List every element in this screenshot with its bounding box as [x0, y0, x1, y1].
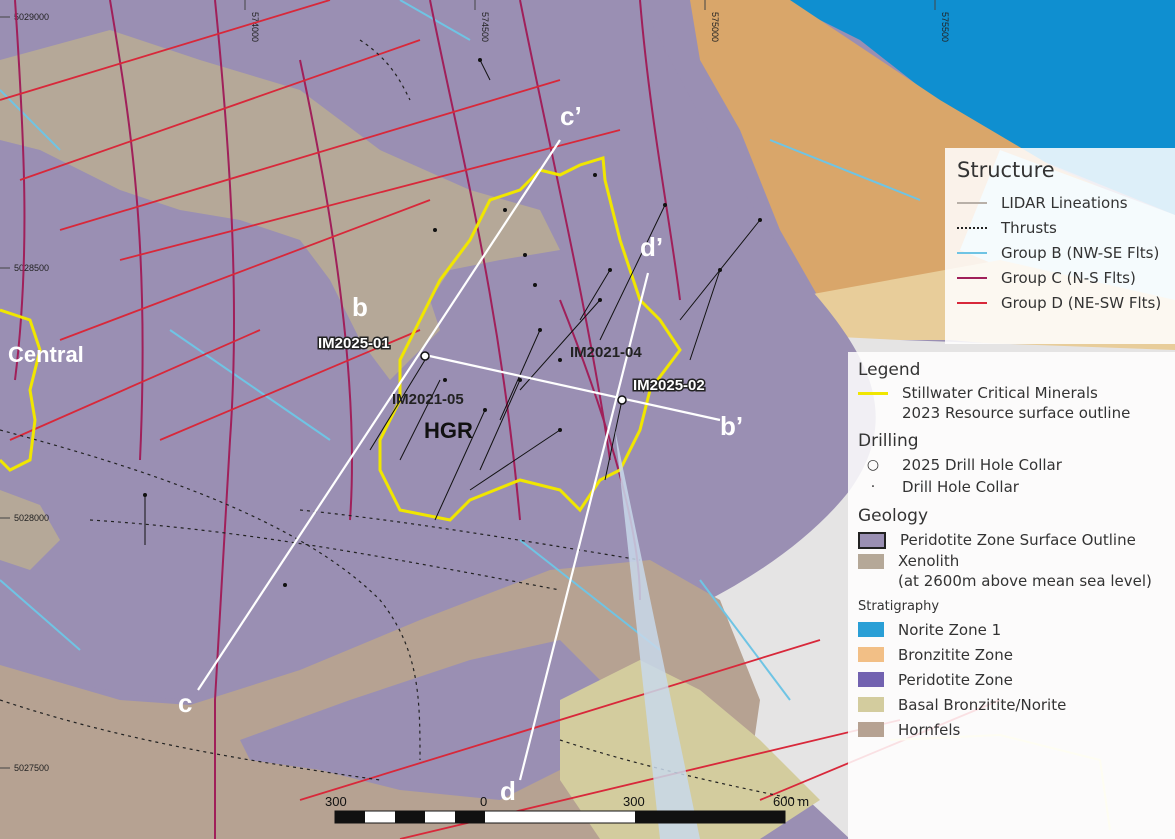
legend-label-group-b: Group B (NW-SE Flts): [1001, 243, 1160, 262]
xenolith-label-2: (at 2600m above mean sea level): [898, 572, 1152, 590]
hole-label-im2025-02: IM2025-02: [633, 377, 705, 394]
legend-item-bronzitite: Bronzitite Zone: [858, 642, 1175, 667]
easting-label-575000: 575000: [710, 12, 720, 42]
resource-outline-hgr: [378, 156, 682, 522]
section-label-b: b: [352, 292, 368, 322]
drilling-title: Drilling: [858, 431, 919, 451]
legend-label-norite: Norite Zone 1: [898, 620, 1002, 639]
area-label-hgr: HGR: [424, 418, 473, 443]
structure-legend: Structure LIDAR Lineations Thrusts Group…: [945, 148, 1175, 344]
legend-label-bronzitite: Bronzitite Zone: [898, 645, 1013, 664]
legend-item-basal-bronzitite: Basal Bronzitite/Norite: [858, 692, 1175, 717]
legend-item-group-d: Group D (NE-SW Flts): [957, 290, 1175, 315]
group-d-swatch: [957, 301, 987, 304]
legend-label-thrusts: Thrusts: [1001, 218, 1057, 237]
peridotite-swatch: [858, 672, 884, 687]
hornfels-swatch: [858, 722, 884, 737]
scale-label-mid: 300: [623, 794, 645, 809]
legend-label-2025-collar: 2025 Drill Hole Collar: [902, 456, 1062, 474]
hole-label-im2025-01: IM2025-01: [318, 335, 390, 352]
easting-label-575500: 575500: [940, 12, 950, 42]
northing-label-5027500: 5027500: [14, 763, 49, 773]
legend-label-collar: Drill Hole Collar: [902, 478, 1019, 496]
hole-label-im2021-05: IM2021-05: [392, 391, 464, 408]
xenolith-area-small: [0, 490, 60, 570]
main-legend: Legend Stillwater Critical Minerals 2023…: [848, 352, 1175, 839]
legend-label-basal-bronzitite: Basal Bronzitite/Norite: [898, 695, 1067, 714]
legend-item-lidar: LIDAR Lineations: [957, 190, 1175, 215]
collar-2025-icon: ○: [866, 457, 880, 473]
section-label-d-prime: d’: [640, 232, 663, 262]
legend-item-group-b: Group B (NW-SE Flts): [957, 240, 1175, 265]
group-b-faults: [0, 0, 921, 701]
xenolith-area: [0, 30, 560, 380]
group-c-swatch: [957, 276, 987, 279]
norite-swatch: [858, 622, 884, 637]
thrust-lines: [0, 39, 801, 801]
xenolith-swatch: [858, 554, 884, 569]
scale-label-right: 600 m: [773, 794, 809, 809]
legend-item-peridotite-outline: Peridotite Zone Surface Outline: [858, 529, 1175, 551]
section-label-c: c: [178, 688, 192, 718]
section-label-c-prime: c’: [560, 101, 582, 131]
legend-item-collar: · Drill Hole Collar: [858, 476, 1175, 498]
legend-label-group-c: Group C (N-S Flts): [1001, 268, 1136, 287]
hole-label-im2021-04: IM2021-04: [570, 344, 642, 361]
grid-ticks: [0, 0, 936, 769]
lidar-swatch: [957, 201, 987, 204]
legend-title: Legend: [858, 360, 921, 380]
legend-item-norite: Norite Zone 1: [858, 617, 1175, 642]
legend-item-group-c: Group C (N-S Flts): [957, 265, 1175, 290]
scale-label-left: 300: [325, 794, 347, 809]
easting-label-574000: 574000: [250, 12, 260, 42]
peridotite-lobe: [240, 640, 600, 800]
easting-label-574500: 574500: [480, 12, 490, 42]
legend-label-peridotite: Peridotite Zone: [898, 670, 1013, 689]
collar-2025-markers: [420, 351, 627, 405]
bronzitite-swatch: [858, 647, 884, 662]
legend-item-peridotite: Peridotite Zone: [858, 667, 1175, 692]
collar-icon: ·: [870, 479, 876, 495]
group-c-faults: [14, 0, 681, 839]
section-label-d: d: [500, 776, 516, 806]
legend-item-2025-collar: ○ 2025 Drill Hole Collar: [858, 454, 1175, 476]
northing-label-5028000: 5028000: [14, 513, 49, 523]
legend-item-xenolith: Xenolith (at 2600m above mean sea level): [858, 551, 1175, 591]
xenolith-label-1: Xenolith: [898, 552, 960, 570]
resource-outline-central: [0, 308, 42, 472]
legend-item-resource-outline: Stillwater Critical Minerals 2023 Resour…: [858, 383, 1175, 423]
resource-outline-label-2: 2023 Resource surface outline: [902, 404, 1131, 422]
resource-outline-swatch: [858, 392, 888, 395]
legend-label-hornfels: Hornfels: [898, 720, 961, 739]
legend-label-group-d: Group D (NE-SW Flts): [1001, 293, 1162, 312]
stratigraphy-title: Stratigraphy: [858, 599, 940, 614]
section-label-b-prime: b’: [720, 411, 743, 441]
legend-item-thrusts: Thrusts: [957, 215, 1175, 240]
resource-outline-label-1: Stillwater Critical Minerals: [902, 384, 1098, 402]
section-lines: [197, 139, 721, 781]
northing-label-5028500: 5028500: [14, 263, 49, 273]
group-b-swatch: [957, 251, 987, 254]
basal-bronzitite-area: [560, 660, 820, 839]
thrust-swatch: [957, 226, 987, 229]
legend-label-peridotite-outline: Peridotite Zone Surface Outline: [900, 531, 1136, 549]
peridotite-outline-swatch: [858, 531, 886, 549]
legend-item-hornfels: Hornfels: [858, 717, 1175, 742]
scale-label-zero: 0: [480, 794, 487, 809]
drill-collars: [143, 58, 762, 587]
scale-bar: 300 0 300 600 m: [325, 794, 809, 824]
structure-legend-title: Structure: [957, 158, 1055, 182]
legend-label-lidar: LIDAR Lineations: [1001, 193, 1128, 212]
callout-wedge: [615, 430, 700, 839]
northing-label-5029000: 5029000: [14, 12, 49, 22]
basal-bronzitite-swatch: [858, 697, 884, 712]
geology-title: Geology: [858, 506, 929, 526]
area-label-central: Central: [8, 342, 84, 367]
